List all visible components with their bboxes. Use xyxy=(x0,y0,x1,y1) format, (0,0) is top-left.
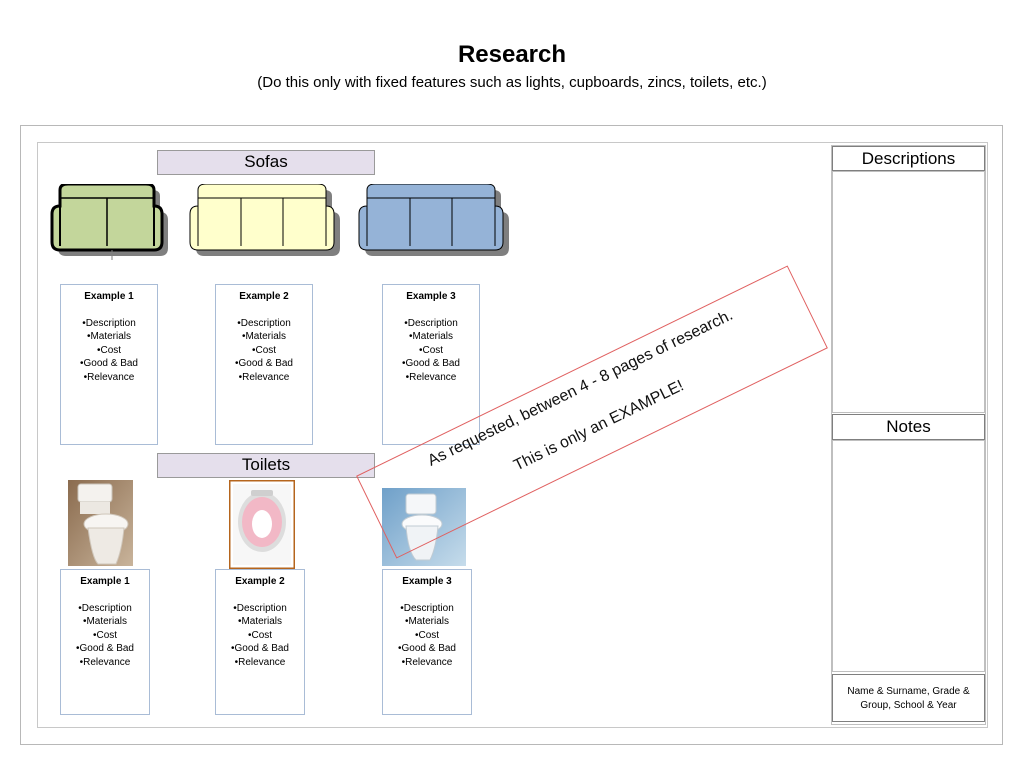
notes-area xyxy=(832,440,985,672)
card-item: •Relevance xyxy=(405,371,457,383)
card-item: •Good & Bad xyxy=(231,643,289,655)
toilet-photo-3 xyxy=(382,488,466,566)
sofa-1-shape xyxy=(50,184,164,252)
descriptions-header: Descriptions xyxy=(832,146,985,171)
card-item: •Relevance xyxy=(79,656,131,668)
card-title: Example 1 xyxy=(80,576,130,587)
card-title: Example 1 xyxy=(84,291,134,302)
card-item: •Description xyxy=(78,602,132,614)
card-item: •Relevance xyxy=(238,371,290,383)
card-item: •Cost xyxy=(251,344,277,356)
card-item: •Cost xyxy=(96,344,122,356)
card-item: •Materials xyxy=(241,331,287,343)
toilet-photo-2 xyxy=(229,480,295,569)
card-item: •Good & Bad xyxy=(80,358,138,370)
card-title: Example 2 xyxy=(235,576,285,587)
card-item: •Good & Bad xyxy=(76,643,134,655)
page-subtitle: (Do this only with fixed features such a… xyxy=(257,74,767,91)
card-item: •Materials xyxy=(237,616,283,628)
card-item: •Materials xyxy=(86,331,132,343)
name-info-line-1: Name & Surname, Grade & xyxy=(847,686,970,697)
sofa-example-card-3: Example 3 •Description •Materials •Cost … xyxy=(382,284,480,445)
sofa-example-card-1: Example 1 •Description •Materials •Cost … xyxy=(60,284,158,445)
card-item: •Cost xyxy=(92,629,118,641)
card-item: •Cost xyxy=(414,629,440,641)
sofa-image-2 xyxy=(189,184,340,256)
inner-frame xyxy=(37,142,988,728)
card-item: •Materials xyxy=(82,616,128,628)
card-title: Example 3 xyxy=(402,576,452,587)
card-item: •Description xyxy=(233,602,287,614)
card-item: •Good & Bad xyxy=(402,358,460,370)
toilet-photo-1 xyxy=(68,480,133,566)
right-panel xyxy=(831,145,986,725)
card-item: •Relevance xyxy=(401,656,453,668)
toilet-example-card-2: Example 2 •Description •Materials •Cost … xyxy=(215,569,305,715)
card-item: •Materials xyxy=(404,616,450,628)
descriptions-area xyxy=(832,171,985,413)
card-item: •Cost xyxy=(247,629,273,641)
card-item: •Relevance xyxy=(234,656,286,668)
page-title: Research xyxy=(457,41,567,68)
card-title: Example 2 xyxy=(239,291,289,302)
card-item: •Relevance xyxy=(83,371,135,383)
toilet-example-card-3: Example 3 •Description •Materials •Cost … xyxy=(382,569,472,715)
toilet-example-card-1: Example 1 •Description •Materials •Cost … xyxy=(60,569,150,715)
sofa-image-1 xyxy=(50,184,168,260)
card-item: •Materials xyxy=(408,331,454,343)
card-item: •Cost xyxy=(418,344,444,356)
card-title: Example 3 xyxy=(406,291,456,302)
outer-frame xyxy=(20,125,1003,745)
card-item: •Good & Bad xyxy=(235,358,293,370)
sofa-image-3 xyxy=(358,184,509,256)
card-item: •Good & Bad xyxy=(398,643,456,655)
name-info-box: Name & Surname, Grade & Group, School & … xyxy=(832,674,985,722)
card-item: •Description xyxy=(237,317,291,329)
card-item: •Description xyxy=(400,602,454,614)
sofas-section-header: Sofas xyxy=(157,150,375,175)
card-item: •Description xyxy=(82,317,136,329)
toilets-section-header: Toilets xyxy=(157,453,375,478)
sofa-example-card-2: Example 2 •Description •Materials •Cost … xyxy=(215,284,313,445)
name-info-line-2: Group, School & Year xyxy=(860,700,957,711)
notes-header: Notes xyxy=(832,414,985,440)
card-item: •Description xyxy=(404,317,458,329)
